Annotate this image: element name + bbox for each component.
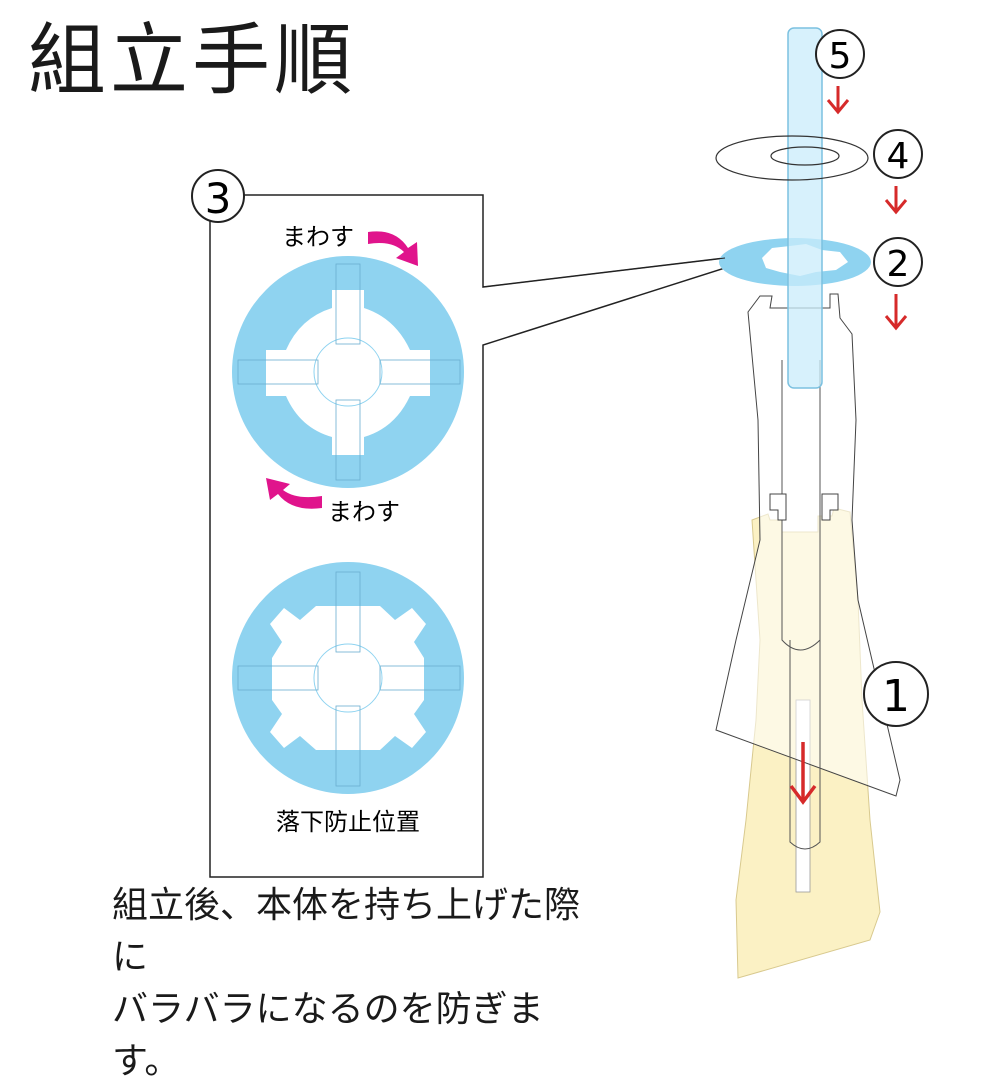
step-2-badge: 2 <box>887 244 910 285</box>
fall-prevention-label: 落下防止位置 <box>276 808 420 836</box>
step-1-badge-bg <box>863 661 929 727</box>
caption-line-1: 組立後、本体を持ち上げた際に <box>112 885 581 978</box>
arrow-down-5 <box>826 86 850 115</box>
assembly-diagram: 3 まわす まわす 落下防止位置 <box>191 27 929 979</box>
washer-part-4 <box>715 135 869 181</box>
page-title: 組立手順 <box>28 16 357 106</box>
caption: 組立後、本体を持ち上げた際に バラバラになるのを防ぎます。 <box>112 880 612 1088</box>
rotate-label-bottom: まわす <box>328 498 400 526</box>
step-1-badge: 1 <box>882 671 910 722</box>
arrow-down-2 <box>884 294 908 331</box>
callout-line-top <box>482 257 726 288</box>
step-4-badge: 4 <box>887 136 910 177</box>
arrow-down-4 <box>884 186 908 215</box>
upper-tab-left <box>769 493 787 521</box>
step-3-badge: 3 <box>205 174 232 223</box>
step-3-badge-bg <box>191 169 245 223</box>
upper-body-outline <box>715 293 901 797</box>
step-4-badge-bg <box>873 129 923 179</box>
lower-channel <box>789 640 821 850</box>
step-2-badge-bg <box>873 237 923 287</box>
rotate-label-top: まわす <box>282 223 354 251</box>
step-5-badge: 5 <box>829 36 852 77</box>
upper-tab-right <box>821 493 839 521</box>
step-5-badge-bg <box>815 29 865 79</box>
rotate-arrow-top <box>368 231 418 266</box>
ring-rotate-view <box>232 256 464 488</box>
ring-locked-view <box>232 562 464 794</box>
insert-arrow-part-1 <box>789 742 817 805</box>
rotate-arrow-bottom <box>266 478 322 509</box>
clear-tube-part-5 <box>787 27 823 389</box>
